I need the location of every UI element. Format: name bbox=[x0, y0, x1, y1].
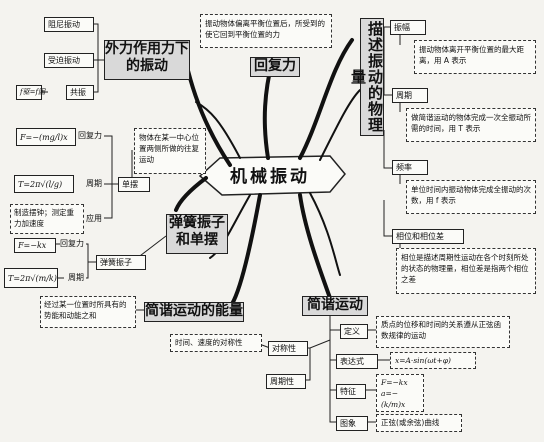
amplitude-label: 振幅 bbox=[390, 20, 426, 35]
shm-expression-label: 表达式 bbox=[336, 354, 378, 369]
spring-oscillator-label: 弹簧振子 bbox=[96, 255, 146, 270]
spring-period-label: 周期 bbox=[68, 273, 84, 282]
frequency-label: 频率 bbox=[392, 160, 428, 175]
shm-symmetry-label: 对称性 bbox=[268, 341, 308, 356]
shm-expression: x=A·sin(ωt+φ) bbox=[390, 352, 476, 369]
phase-label: 相位和相位差 bbox=[392, 229, 464, 244]
period-label: 周期 bbox=[392, 88, 428, 103]
pendulum-period-formula: T=2π√(l/g) bbox=[14, 175, 74, 193]
pendulum-application-label: 应用 bbox=[86, 214, 102, 223]
spring-period-formula: T=2π√(m/k) bbox=[4, 268, 58, 288]
forced-vibration-title: 外力作用力下的振动 bbox=[104, 40, 190, 80]
spring-pendulum-title: 弹簧振子和单摆 bbox=[166, 214, 228, 254]
shm-feature-acceleration: a=−(k/m)x bbox=[381, 389, 406, 409]
amplitude-desc: 振动物体离开平衡位置的最大距离，用 A 表示 bbox=[414, 40, 536, 74]
shm-symmetry-desc: 时间、速度的对称性 bbox=[170, 334, 262, 352]
shm-definition-label: 定义 bbox=[340, 324, 368, 339]
driven-vibration: 受迫振动 bbox=[44, 53, 94, 68]
damped-vibration: 阻尼振动 bbox=[44, 17, 94, 32]
phase-desc: 相位是描述周期性运动在各个时刻所处的状态的物理量，相位差是指两个相位之差 bbox=[396, 248, 536, 294]
shm-definition-desc: 质点的位移和时间的关系遵从正弦函数规律的运动 bbox=[376, 316, 510, 348]
restoring-force-desc: 振动物体偏离平衡位置后，所受到的使它回到平衡位置的力 bbox=[200, 14, 332, 48]
shm-graph-desc: 正弦(或余弦)曲线 bbox=[376, 414, 462, 432]
pendulum-restoring-label: 回复力 bbox=[78, 131, 102, 140]
shm-periodicity-label: 周期性 bbox=[266, 374, 306, 389]
resonance: 共振 bbox=[66, 85, 94, 100]
period-desc: 做简谐运动的物体完成一次全振动所需的时间，用 T 表示 bbox=[406, 108, 536, 142]
shm-graph-label: 图象 bbox=[336, 416, 368, 431]
shm-title: 简谐运动 bbox=[302, 296, 368, 316]
pendulum-period-label: 周期 bbox=[86, 179, 102, 188]
resonance-condition: f驱=f固 bbox=[16, 85, 45, 100]
spring-restoring-label: 回复力 bbox=[60, 239, 84, 248]
pendulum-application-desc: 制造摆钟；测定重力加速度 bbox=[10, 204, 84, 234]
shm-feature-force: F=−kx bbox=[381, 378, 408, 387]
pendulum-restoring-formula: F=−(mg/l)x bbox=[16, 128, 76, 146]
center-topic: 机械振动 bbox=[230, 166, 310, 187]
pendulum-label: 单摆 bbox=[118, 177, 150, 192]
spring-restoring-formula: F=−kx bbox=[14, 238, 56, 253]
describe-vibration-title: 描述振动的物理量 bbox=[349, 18, 384, 136]
shm-energy-title: 简谐运动的能量 bbox=[144, 302, 244, 322]
pendulum-definition: 物体在某一中心位置两侧所做的往复运动 bbox=[134, 128, 206, 174]
restoring-force-title: 回复力 bbox=[250, 57, 300, 77]
shm-features: F=−kx a=−(k/m)x bbox=[376, 374, 424, 412]
shm-features-label: 特征 bbox=[336, 384, 366, 399]
energy-desc: 经过某一位置时所具有的势能和动能之和 bbox=[40, 296, 136, 328]
frequency-desc: 单位时间内振动物体完成全振动的次数，用 f 表示 bbox=[406, 180, 536, 214]
